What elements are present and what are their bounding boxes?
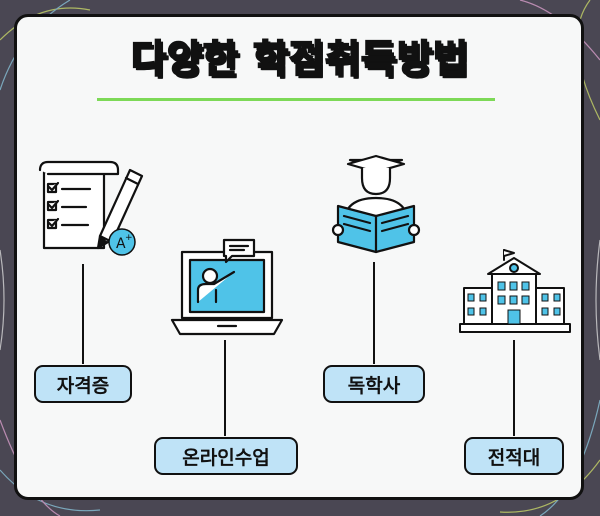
connector-line-4 [513,340,515,436]
method-label-text: 전적대 [487,446,541,469]
connector-line-1 [82,264,84,364]
method-label-online-class: 온라인수업 [154,437,298,475]
self-study-graduate-icon [331,154,421,254]
title-underline [97,98,495,101]
method-label-text: 온라인수업 [182,446,270,469]
content-card [14,14,584,500]
method-label-certificate: 자격증 [34,365,132,403]
page-title: 다양한 학점취득방법 [130,36,469,82]
connector-line-2 [224,340,226,436]
method-label-previous-university: 전적대 [464,437,564,475]
method-label-text: 독학사 [347,374,401,397]
online-class-laptop-icon [170,238,284,336]
svg-text:+: + [125,233,133,243]
method-label-text: 자격증 [56,374,110,397]
method-label-self-study: 독학사 [323,365,425,403]
svg-text:A: A [116,236,126,252]
connector-line-3 [373,262,375,364]
certificate-checklist-icon: A + [38,160,144,256]
university-building-icon [459,249,571,333]
